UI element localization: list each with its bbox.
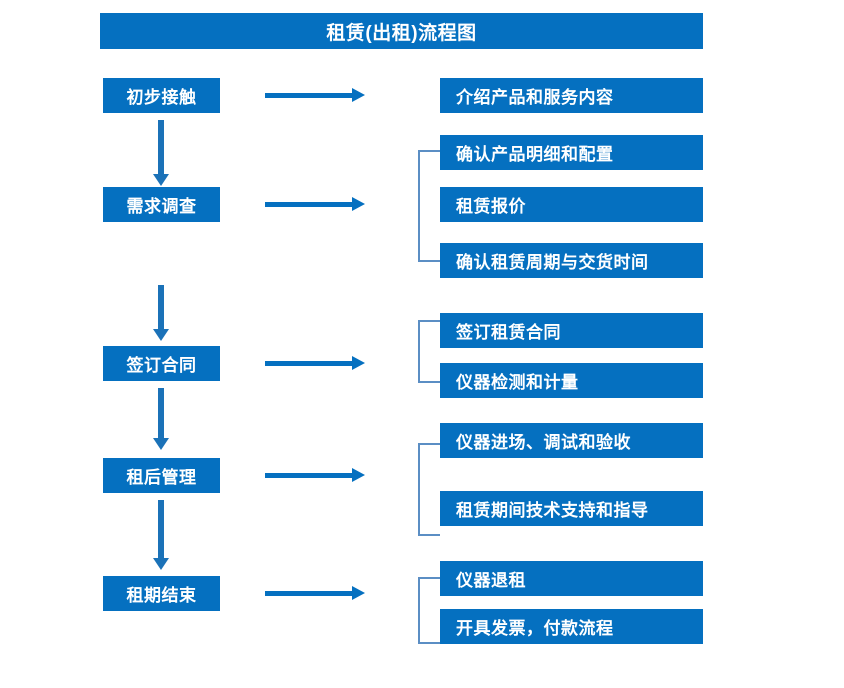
arrow-right-icon-stage-5 (265, 586, 365, 600)
arrow-down-icon-stage-1-to-2 (153, 120, 169, 186)
arrow-head (352, 468, 365, 482)
arrow-head (352, 197, 365, 211)
bracket-connector-stage-3 (418, 320, 440, 383)
arrow-shaft (265, 473, 353, 478)
arrow-down-icon-stage-4-to-5 (153, 500, 169, 570)
arrow-head (153, 329, 169, 341)
stage-box-租后管理[interactable]: 租后管理 (103, 458, 220, 493)
stage-box-租期结束[interactable]: 租期结束 (103, 576, 220, 611)
detail-box-仪器退租[interactable]: 仪器退租 (440, 561, 703, 596)
detail-box-介绍产品和服务内容[interactable]: 介绍产品和服务内容 (440, 78, 703, 113)
arrow-head (153, 174, 169, 186)
arrow-shaft (265, 202, 353, 207)
arrow-right-icon-stage-2 (265, 197, 365, 211)
arrow-shaft (265, 591, 353, 596)
arrow-down-icon-stage-3-to-4 (153, 388, 169, 450)
arrow-shaft (158, 120, 164, 174)
arrow-head (153, 558, 169, 570)
stage-box-签订合同[interactable]: 签订合同 (103, 346, 220, 381)
arrow-shaft (158, 500, 164, 558)
detail-box-租赁期间技术支持和指导[interactable]: 租赁期间技术支持和指导 (440, 491, 703, 526)
arrow-head (352, 88, 365, 102)
bracket-connector-stage-5 (418, 577, 440, 644)
stage-box-初步接触[interactable]: 初步接触 (103, 78, 220, 113)
arrow-head (352, 356, 365, 370)
arrow-head (153, 438, 169, 450)
detail-box-租赁报价[interactable]: 租赁报价 (440, 187, 703, 222)
arrow-right-icon-stage-4 (265, 468, 365, 482)
detail-box-签订租赁合同[interactable]: 签订租赁合同 (440, 313, 703, 348)
detail-box-开具发票付款流程[interactable]: 开具发票，付款流程 (440, 609, 703, 644)
arrow-shaft (265, 93, 353, 98)
detail-box-确认产品明细和配置[interactable]: 确认产品明细和配置 (440, 135, 703, 170)
bracket-connector-stage-2 (418, 150, 440, 262)
detail-box-仪器进场调试和验收[interactable]: 仪器进场、调试和验收 (440, 423, 703, 458)
arrow-right-icon-stage-1 (265, 88, 365, 102)
stage-box-需求调查[interactable]: 需求调查 (103, 187, 220, 222)
diagram-title: 租赁(出租)流程图 (100, 13, 703, 49)
detail-box-确认租赁周期与交货时间[interactable]: 确认租赁周期与交货时间 (440, 243, 703, 278)
arrow-head (352, 586, 365, 600)
arrow-shaft (158, 388, 164, 438)
arrow-down-icon-stage-2-to-3 (153, 285, 169, 341)
arrow-shaft (158, 285, 164, 329)
arrow-shaft (265, 361, 353, 366)
bracket-connector-stage-4 (418, 443, 440, 536)
detail-box-仪器检测和计量[interactable]: 仪器检测和计量 (440, 363, 703, 398)
arrow-right-icon-stage-3 (265, 356, 365, 370)
